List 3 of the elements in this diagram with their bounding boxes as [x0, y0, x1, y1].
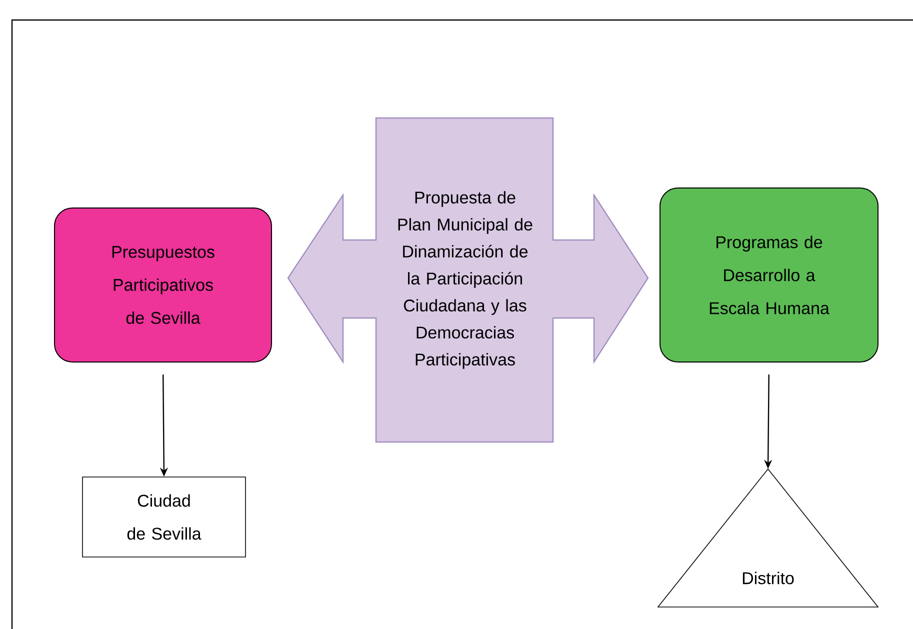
- process-box: Presupuestos Participativos de Sevilla: [54, 208, 272, 362]
- process-box: Programas de Desarrollo a Escala Humana: [660, 188, 878, 362]
- place-box: Ciudad de Sevilla: [82, 476, 246, 558]
